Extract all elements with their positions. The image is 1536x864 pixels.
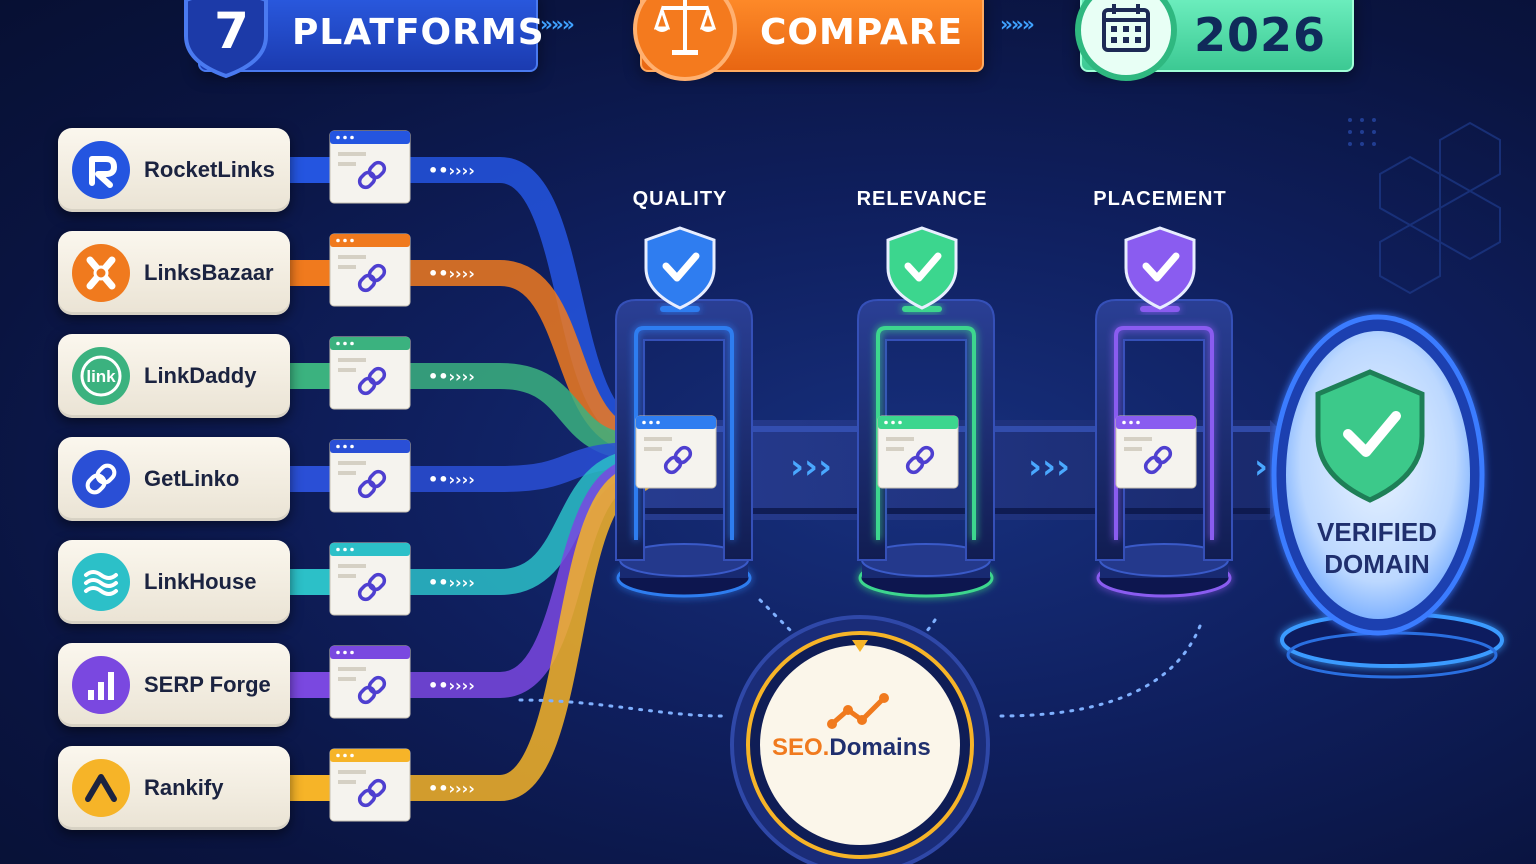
gate-relevance bbox=[857, 226, 995, 598]
flow-arrow-5: ••›››› bbox=[428, 676, 475, 695]
getlinko-logo-icon bbox=[72, 450, 130, 508]
shield-check-icon bbox=[644, 226, 716, 310]
check-icon bbox=[662, 252, 700, 282]
criteria-label-placement: PLACEMENT bbox=[1093, 188, 1227, 210]
criteria-label-quality: QUALITY bbox=[632, 188, 728, 210]
platform-name: LinkHouse bbox=[144, 569, 257, 594]
svg-text:link: link bbox=[86, 367, 116, 386]
platform-link-doc-5 bbox=[329, 645, 411, 719]
shield-check-icon bbox=[886, 226, 958, 310]
hub-pointer-icon bbox=[852, 640, 868, 652]
verified-domain-result bbox=[1271, 314, 1504, 679]
seo-domains-hub bbox=[730, 615, 990, 864]
pipeline-chevron-1: ››› bbox=[1028, 447, 1070, 487]
linksbazaar-logo-icon bbox=[72, 244, 130, 302]
platform-name: Rankify bbox=[144, 775, 224, 800]
chain-link-icon bbox=[1143, 445, 1173, 475]
flow-band-1 bbox=[397, 260, 653, 452]
result-shield-icon bbox=[1315, 369, 1425, 503]
year-label: 2026 bbox=[1194, 8, 1327, 62]
flow-band-6 bbox=[397, 466, 653, 801]
scales-icon bbox=[633, 0, 737, 81]
gate-doc-0 bbox=[635, 415, 717, 489]
hub-brand-text: SEO.Domains bbox=[772, 734, 931, 762]
platform-card-linkhouse: LinkHouse bbox=[58, 540, 290, 624]
platform-card-rankify: Rankify bbox=[58, 746, 290, 830]
check-icon bbox=[1142, 252, 1180, 282]
platform-link-doc-1 bbox=[329, 233, 411, 307]
pipeline-chevron-0: ››› bbox=[790, 447, 832, 487]
shield-check-icon bbox=[1124, 226, 1196, 310]
flow-arrow-4: ••›››› bbox=[428, 573, 475, 592]
platform-link-doc-0 bbox=[329, 130, 411, 204]
platform-link-doc-4 bbox=[329, 542, 411, 616]
platform-name: GetLinko bbox=[144, 466, 240, 491]
result-check-icon bbox=[1343, 411, 1401, 457]
gate-placement bbox=[1095, 226, 1233, 598]
platform-link-doc-6 bbox=[329, 748, 411, 822]
chain-link-icon bbox=[905, 445, 935, 475]
flow-arrow-2: ••›››› bbox=[428, 367, 475, 386]
platform-card-serp-forge: SERP Forge bbox=[58, 643, 290, 727]
platform-name: LinkDaddy bbox=[144, 363, 257, 388]
flow-arrow-3: ••›››› bbox=[428, 470, 475, 489]
calendar-icon bbox=[1075, 0, 1177, 81]
compare-header-pill: COMPARE bbox=[633, 0, 984, 81]
flow-arrow-1: ••›››› bbox=[428, 264, 475, 283]
serpforge-logo-icon bbox=[72, 656, 130, 714]
platform-card-getlinko: GetLinko bbox=[58, 437, 290, 521]
check-icon bbox=[904, 252, 942, 282]
result-line-2: DOMAIN bbox=[1324, 549, 1430, 579]
hub-brand-domain: Domains bbox=[829, 734, 931, 761]
dotted-connector-left bbox=[518, 698, 724, 718]
platforms-header-pill: 7 PLATFORMS bbox=[184, 0, 544, 79]
gate-quality bbox=[615, 226, 753, 598]
linkhouse-logo-icon bbox=[72, 553, 130, 611]
chain-link-icon bbox=[663, 445, 693, 475]
platform-name: LinksBazaar bbox=[144, 260, 274, 285]
hub-brand-prefix: SEO. bbox=[772, 734, 830, 761]
hex-decoration bbox=[1379, 121, 1501, 295]
platform-link-doc-3 bbox=[329, 439, 411, 513]
platform-card-linkdaddy: link LinkDaddy bbox=[58, 334, 290, 418]
header-arrow-2: »»» bbox=[1000, 12, 1035, 36]
platforms-count: 7 bbox=[214, 2, 250, 60]
result-line-1: VERIFIED bbox=[1317, 517, 1437, 547]
platforms-label: PLATFORMS bbox=[292, 12, 545, 53]
platform-card-rocketlinks: RocketLinks bbox=[58, 128, 290, 212]
flow-arrow-6: ••›››› bbox=[428, 779, 475, 798]
dotted-connector-placement bbox=[998, 624, 1202, 718]
pipeline-chevron-2: › bbox=[1254, 447, 1268, 487]
platform-link-doc-2 bbox=[329, 336, 411, 410]
gate-doc-1 bbox=[877, 415, 959, 489]
platform-card-linksbazaar: LinksBazaar bbox=[58, 231, 290, 315]
dot-decoration bbox=[1348, 118, 1376, 146]
platform-name: RocketLinks bbox=[144, 157, 275, 182]
chain-link-icon bbox=[357, 263, 387, 293]
header-arrow-1: »»» bbox=[540, 12, 575, 36]
criteria-label-relevance: RELEVANCE bbox=[856, 188, 988, 210]
gate-doc-2 bbox=[1115, 415, 1197, 489]
rocketlinks-logo-icon bbox=[72, 141, 130, 199]
chain-link-icon bbox=[357, 778, 387, 808]
linkdaddy-logo-icon: link bbox=[72, 347, 130, 405]
rankify-logo-icon bbox=[72, 759, 130, 817]
compare-label: COMPARE bbox=[760, 12, 964, 53]
trend-chart-icon bbox=[829, 695, 887, 727]
year-header-pill: 2026 bbox=[1075, 0, 1354, 81]
chain-link-icon bbox=[357, 160, 387, 190]
result-text: VERIFIED DOMAIN bbox=[1302, 516, 1452, 580]
flow-arrow-0: ••›››› bbox=[428, 161, 475, 180]
chain-link-icon bbox=[357, 572, 387, 602]
chain-link-icon bbox=[357, 675, 387, 705]
platform-name: SERP Forge bbox=[144, 672, 271, 697]
shield-badge-icon bbox=[184, 0, 268, 79]
